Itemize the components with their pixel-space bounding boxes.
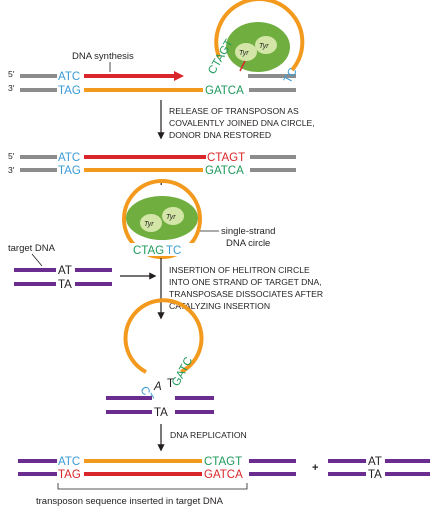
tyr-domain-4: [162, 207, 184, 225]
seq-ta-product2: TA: [368, 469, 382, 481]
strand-3prime-label-2: 3′: [8, 165, 15, 175]
seq-tag-restored: TAG: [58, 165, 81, 177]
seq-gatc-loop: GATC: [170, 355, 195, 388]
strand-5prime-label: 5′: [8, 69, 15, 79]
tyr-domain-3: [140, 214, 162, 232]
tyr-label-1: Tyr: [239, 50, 249, 57]
panel-inserted-loop: CT A T GATC TA: [106, 298, 214, 419]
step-insertion-caption: INSERTION OF HELITRON CIRCLE INTO ONE ST…: [169, 265, 323, 311]
seq-a-loop: A: [153, 381, 162, 393]
step-replication-line1: DNA REPLICATION: [170, 430, 247, 440]
panel-target-dna: target DNA AT TA: [8, 243, 112, 291]
seq-tag-final: TAG: [58, 469, 81, 481]
tyr-label-2: Tyr: [259, 43, 269, 50]
strand-5prime-label-2: 5′: [8, 151, 15, 161]
seq-gatca: GATCA: [205, 85, 244, 97]
seq-t-loop: T: [167, 378, 174, 390]
seq-at-target: AT: [58, 265, 72, 277]
ss-circle-label-2: DNA circle: [226, 238, 270, 249]
step-insertion-line4: CATALYZING INSERTION: [169, 301, 270, 311]
seq-tc-circle: TC: [282, 66, 300, 85]
strand-3prime-label: 3′: [8, 83, 15, 93]
seq-ta-loop: TA: [154, 407, 168, 419]
seq-ct-loop: CT: [137, 385, 155, 404]
target-dna-label: target DNA: [8, 243, 56, 254]
synthesis-arrowhead: [174, 71, 184, 81]
tyr-domain-1: [235, 43, 257, 61]
seq-tag-bottom: TAG: [58, 85, 81, 97]
seq-gatca-restored: GATCA: [205, 165, 244, 177]
target-dna-pointer: [31, 253, 43, 267]
panel-donor-synthesis: 5′ 3′ ATC TAG DNA synthesis GATCA Tyr Ty…: [8, 0, 305, 97]
step-release-line3: DONOR DNA RESTORED: [169, 130, 271, 140]
step-insertion-line2: INTO ONE STRAND OF TARGET DNA,: [169, 277, 322, 287]
seq-ta-target: TA: [58, 279, 72, 291]
transposase-protein-2: [126, 196, 198, 240]
insertion-caption: transposon sequence inserted in target D…: [36, 496, 224, 507]
dna-synthesis-label: DNA synthesis: [72, 51, 134, 62]
covalent-link: [239, 60, 246, 72]
step-insertion-line3: TRANSPOSASE DISSOCIATES AFTER: [169, 289, 323, 299]
tyr-label-3: Tyr: [144, 221, 154, 228]
seq-atc-top: ATC: [58, 71, 80, 83]
tyr-domain-2: [255, 36, 277, 54]
insertion-bracket: [57, 483, 248, 490]
panel-ss-circle: Tyr Tyr CTAG TC single-strand DNA circle: [122, 179, 275, 259]
panel-final-products: ATC TAG CTAGT GATCA + AT TA transposon s…: [18, 456, 430, 507]
tyr-label-4: Tyr: [166, 214, 176, 221]
seq-atc-restored: ATC: [58, 152, 80, 164]
seq-atc-final: ATC: [58, 456, 80, 468]
circle-seq-bg: [130, 243, 196, 256]
seq-gatca-final: GATCA: [204, 469, 243, 481]
panel-donor-restored: 5′ 3′ ATC TAG CTAGT GATCA +: [8, 151, 296, 189]
rolling-circle-loop: [214, 0, 305, 72]
step-release-line1: RELEASE OF TRANSPOSON AS: [169, 106, 299, 116]
seq-ctag-circle: CTAG: [133, 245, 164, 257]
ss-circle-label-1: single-strand: [221, 226, 275, 237]
inserted-loop: [123, 298, 204, 374]
seq-tc-circle-2: TC: [166, 245, 181, 257]
step-release-caption: RELEASE OF TRANSPOSON AS COVALENTLY JOIN…: [169, 106, 315, 140]
plus-sign-2: +: [312, 462, 318, 474]
step-release-line2: COVALENTLY JOINED DNA CIRCLE,: [169, 118, 315, 128]
seq-ctagt-final: CTAGT: [204, 456, 242, 468]
seq-ctagt-restored: CTAGT: [207, 152, 245, 164]
ss-dna-circle: [122, 179, 202, 259]
step-insertion-line1: INSERTION OF HELITRON CIRCLE: [169, 265, 310, 275]
seq-at-product2: AT: [368, 456, 382, 468]
